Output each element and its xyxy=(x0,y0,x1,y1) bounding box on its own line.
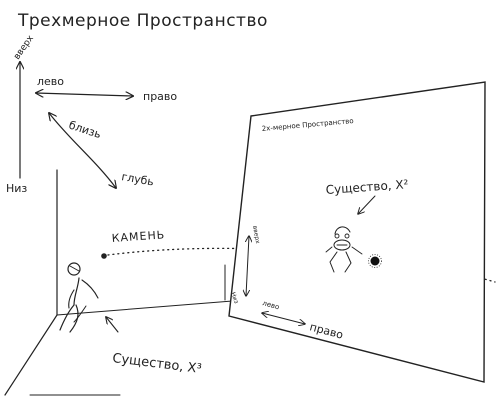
stone-label: КАМЕНЬ xyxy=(111,228,165,245)
axis-depth: близь глубь xyxy=(49,113,155,189)
page-title: Трехмерное Пространство xyxy=(17,11,268,31)
plane-up-down-arrow xyxy=(246,236,249,296)
creature-2d-eyebrows xyxy=(334,226,351,235)
plane-creature-pointer-arrow xyxy=(358,195,376,214)
creature-2d-body xyxy=(333,239,351,251)
axis-vertical: вверх Низ xyxy=(6,33,36,195)
axis-label-far: глубь xyxy=(120,170,154,188)
plane-label-up: вверх xyxy=(251,225,261,245)
plane-creature-label: Существо, Х² xyxy=(325,177,409,197)
axis-horizontal: лево право xyxy=(36,75,177,103)
axis-label-up: вверх xyxy=(12,33,36,62)
creature-3d-head xyxy=(67,262,81,276)
axis-label-right: право xyxy=(143,90,177,103)
plane-left-right-arrow xyxy=(262,313,305,324)
stone-dot xyxy=(101,253,107,259)
plane-panel: 2х-мерное Пространство вверх Низ лево пр… xyxy=(228,81,486,383)
axis-label-near: близь xyxy=(67,118,103,141)
left-right-arrow xyxy=(36,93,133,96)
creature-3d-figure xyxy=(59,262,99,333)
plane-panel-frame xyxy=(228,81,486,383)
creature-3d-body xyxy=(73,277,80,306)
room-floor-back-edge xyxy=(56,299,246,316)
axis-label-left: лево xyxy=(37,75,64,88)
plane-label-down: Низ xyxy=(229,291,240,304)
creature-3d-label: Существо, Х³ xyxy=(112,351,203,377)
creature-2d-figure xyxy=(325,226,363,273)
stone-trajectory xyxy=(107,247,496,283)
stone-in-plane xyxy=(370,256,380,266)
creature-3d-pointer-arrow xyxy=(106,317,119,333)
room-floor-left-edge xyxy=(4,314,58,396)
room-wireframe xyxy=(4,169,246,396)
axis-label-down: Низ xyxy=(6,182,27,195)
near-far-arrow xyxy=(49,113,116,188)
